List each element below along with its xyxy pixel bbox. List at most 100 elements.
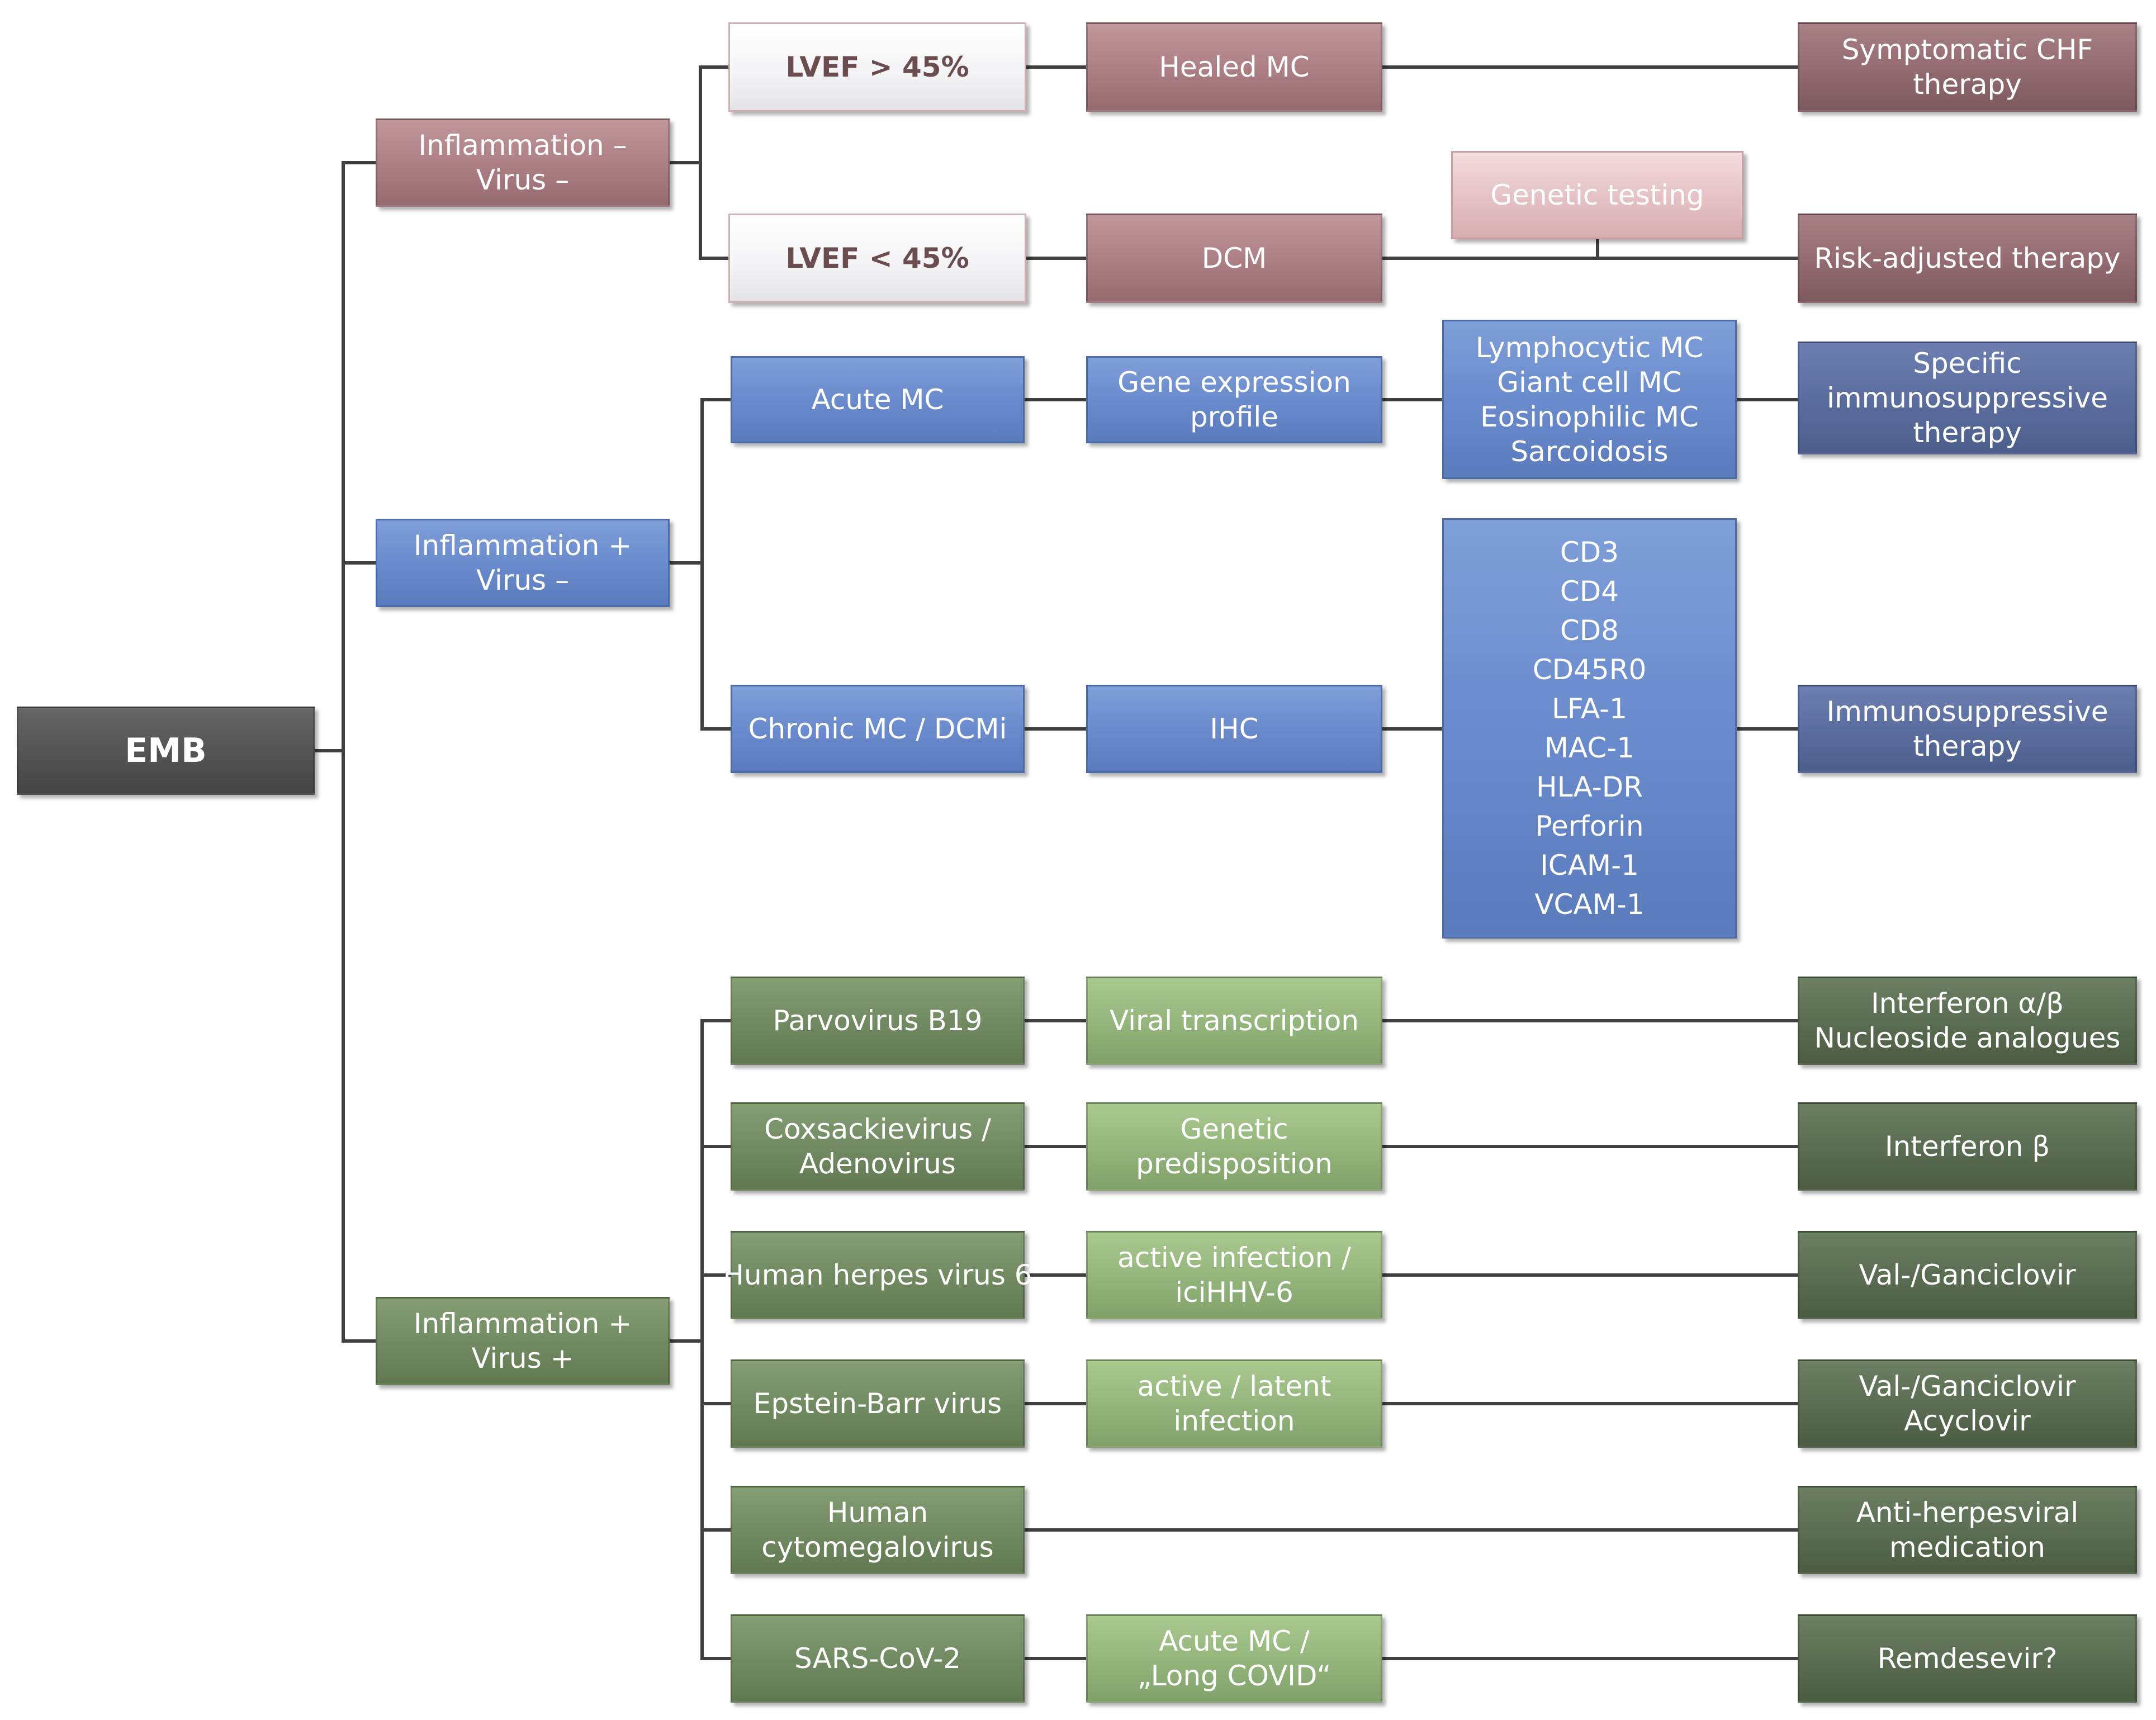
node-inflammation-neg-virus-neg: Inflammation – Virus – — [376, 119, 670, 207]
label-line: medication — [1889, 1531, 2045, 1563]
label-line: Perforin — [1535, 810, 1644, 842]
node-anti-herpesviral-medication: Anti-herpesviral medication — [1798, 1486, 2137, 1574]
node-genetic-predisposition: Genetic predisposition — [1086, 1102, 1382, 1191]
node-sars-cov-2: SARS-CoV-2 — [731, 1614, 1025, 1703]
label-line: Val-/Ganciclovir — [1859, 1259, 2076, 1291]
label-line: Sarcoidosis — [1510, 435, 1669, 468]
label-line: therapy — [1913, 730, 2022, 762]
label-line: Chronic MC / DCMi — [748, 713, 1007, 745]
node-dcm: DCM — [1086, 214, 1382, 303]
label-line: Eosinophilic MC — [1480, 400, 1699, 433]
label-line: Lymphocytic MC — [1475, 331, 1704, 364]
node-parvovirus-b19: Parvovirus B19 — [731, 977, 1025, 1065]
node-human-cytomegalovirus: Human cytomegalovirus — [731, 1486, 1025, 1574]
label-line: Virus – — [476, 564, 570, 596]
node-lvef-above-45: LVEF > 45% — [728, 22, 1026, 112]
label-line: SARS-CoV-2 — [794, 1642, 961, 1675]
node-epstein-barr-virus: Epstein-Barr virus — [731, 1359, 1025, 1448]
label-line: infection — [1173, 1405, 1295, 1437]
node-genetic-testing: Genetic testing — [1451, 151, 1743, 239]
label-line: LFA-1 — [1552, 693, 1627, 725]
node-specific-immunosuppressive-therapy: Specific immunosuppressive therapy — [1798, 342, 2137, 454]
node-interferon-beta-therapy: Interferon β — [1798, 1102, 2137, 1191]
label-line: LVEF < 45% — [785, 242, 969, 274]
label-line: CD8 — [1560, 614, 1619, 647]
node-coxsackievirus-adenovirus: Coxsackievirus / Adenovirus — [731, 1102, 1025, 1191]
node-risk-adjusted-therapy: Risk-adjusted therapy — [1798, 214, 2137, 303]
label-line: Specific — [1913, 347, 2022, 380]
label-line: ICAM-1 — [1540, 849, 1639, 882]
label-line: Remdesevir? — [1877, 1642, 2058, 1675]
label-line: Virus + — [471, 1342, 574, 1375]
label-line: Acute MC / — [1159, 1625, 1310, 1657]
node-valganciclovir-therapy: Val-/Ganciclovir — [1798, 1231, 2137, 1319]
label-line: Inflammation + — [413, 1307, 632, 1340]
label-line: Coxsackievirus / — [764, 1113, 991, 1145]
label-line: Giant cell MC — [1497, 366, 1682, 399]
label-line: Gene expression — [1117, 366, 1351, 399]
label-line: predisposition — [1136, 1148, 1333, 1180]
node-active-infection-icihhv6: active infection / iciHHV-6 — [1086, 1231, 1382, 1319]
label-line: Genetic — [1180, 1113, 1288, 1145]
label-line: DCM — [1201, 242, 1267, 274]
label-line: „Long COVID“ — [1137, 1660, 1331, 1692]
node-valganciclovir-acyclovir-therapy: Val-/Ganciclovir Acyclovir — [1798, 1359, 2137, 1448]
label-line: CD3 — [1560, 536, 1619, 568]
node-remdesivir-therapy: Remdesevir? — [1798, 1614, 2137, 1703]
node-inflammation-pos-virus-pos: Inflammation + Virus + — [376, 1297, 670, 1385]
node-active-latent-infection: active / latent infection — [1086, 1359, 1382, 1448]
label-line: Inflammation + — [413, 529, 632, 562]
node-gene-expression-profile: Gene expression profile — [1086, 356, 1382, 443]
label-line: IHC — [1210, 713, 1259, 745]
node-lvef-below-45: LVEF < 45% — [728, 214, 1026, 303]
label-line: Adenovirus — [799, 1148, 956, 1180]
label-line: MAC-1 — [1544, 732, 1635, 764]
label-line: Human — [827, 1496, 928, 1529]
label-line: HLA-DR — [1536, 771, 1643, 803]
label-line: iciHHV-6 — [1175, 1276, 1293, 1309]
label-line: Viral transcription — [1110, 1004, 1359, 1037]
label-line: Virus – — [476, 164, 570, 196]
label-line: Risk-adjusted therapy — [1814, 242, 2121, 274]
label-line: Acyclovir — [1904, 1405, 2031, 1437]
node-mc-subtypes: Lymphocytic MC Giant cell MC Eosinophili… — [1442, 320, 1737, 479]
label-line: Parvovirus B19 — [773, 1004, 983, 1037]
node-immunosuppressive-therapy: Immunosuppressive therapy — [1798, 685, 2137, 773]
label-line: Val-/Ganciclovir — [1859, 1370, 2076, 1402]
node-human-herpes-virus-6: Human herpes virus 6 — [723, 1231, 1032, 1319]
label-line: VCAM-1 — [1534, 888, 1645, 921]
label-line: Anti-herpesviral — [1856, 1496, 2079, 1529]
label-line: CD4 — [1560, 575, 1619, 608]
node-emb: EMB — [17, 707, 315, 795]
node-chronic-mc-dcmi: Chronic MC / DCMi — [731, 685, 1025, 773]
node-viral-transcription: Viral transcription — [1086, 977, 1382, 1065]
label-line: therapy — [1913, 416, 2022, 449]
label-line: active / latent — [1137, 1370, 1331, 1402]
label-line: Healed MC — [1159, 51, 1310, 83]
label-line: Inflammation – — [418, 129, 627, 162]
label-line: Epstein-Barr virus — [753, 1387, 1002, 1420]
label-line: Interferon α/β — [1870, 987, 2064, 1020]
label-line: Genetic testing — [1490, 179, 1704, 211]
label-line: immunosuppressive — [1826, 382, 2108, 414]
label-line: profile — [1190, 401, 1278, 433]
label-line: therapy — [1913, 68, 2022, 101]
label-line: Human herpes virus 6 — [723, 1259, 1032, 1291]
node-interferon-nucleoside-therapy: Interferon α/β Nucleoside analogues — [1798, 977, 2137, 1065]
node-emb-label: EMB — [125, 731, 207, 770]
label-line: Acute MC — [811, 383, 944, 416]
label-line: Immunosuppressive — [1826, 695, 2108, 728]
label-line: active infection / — [1117, 1242, 1351, 1274]
node-symptomatic-chf-therapy: Symptomatic CHF therapy — [1798, 22, 2137, 112]
label-line: LVEF > 45% — [785, 51, 969, 83]
label-line: cytomegalovirus — [761, 1531, 994, 1563]
label-line: Nucleoside analogues — [1814, 1022, 2121, 1054]
label-line: CD45R0 — [1532, 653, 1647, 686]
node-inflammation-pos-virus-neg: Inflammation + Virus – — [376, 519, 670, 607]
node-acute-mc: Acute MC — [731, 356, 1025, 443]
node-ihc-markers: CD3 CD4 CD8 CD45R0 LFA-1 MAC-1 HLA-DR Pe… — [1442, 518, 1737, 939]
label-line: Symptomatic CHF — [1841, 34, 2093, 66]
label-line: Interferon β — [1884, 1130, 2050, 1163]
